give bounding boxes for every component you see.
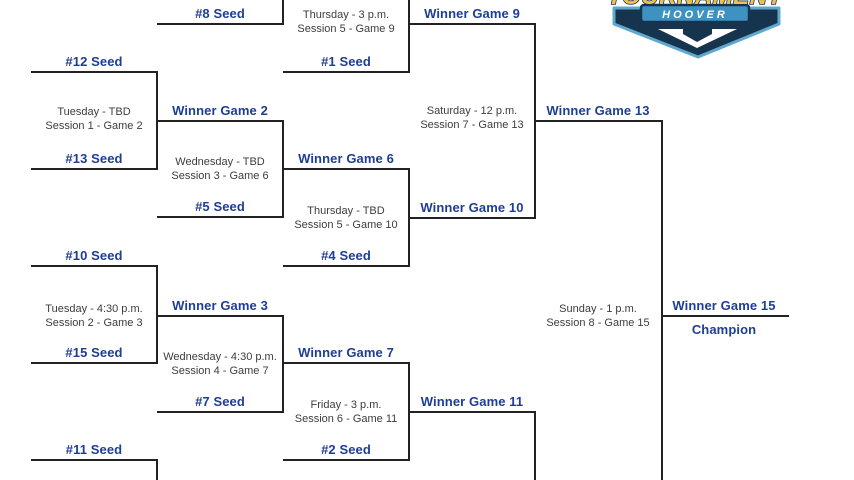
game-schedule-line1: Saturday - 12 p.m.: [426, 105, 518, 117]
winner-label: Winner Game 13: [546, 103, 650, 118]
seed-label: #1 Seed: [321, 54, 371, 69]
game-schedule: Thursday - TBD Session 5 - Game 10: [271, 204, 421, 232]
game-schedule: Wednesday - 4:30 p.m. Session 4 - Game 7: [145, 350, 295, 378]
bracket-connector-line: [661, 121, 663, 480]
bracket-connector-line: [157, 23, 284, 25]
bracket-connector-line: [31, 71, 158, 73]
game-schedule-line2: Session 4 - Game 7: [171, 365, 269, 377]
hoover-banner-label: HOOVER: [662, 9, 728, 21]
seed-label: #15 Seed: [65, 345, 123, 360]
game-schedule-line2: Session 1 - Game 2: [45, 120, 143, 132]
bracket-connector-line: [282, 121, 284, 218]
bracket-connector-line: [534, 24, 536, 219]
chevron-notch: [683, 29, 712, 42]
sec-tournament-hoover-logo: HOOVER TOURNAMENT: [607, 0, 785, 59]
bracket-connector-line: [409, 23, 536, 25]
winner-label: Winner Game 2: [172, 103, 268, 118]
bracket-connector-line: [157, 120, 284, 122]
bracket-connector-line: [282, 0, 284, 25]
winner-label: Winner Game 10: [420, 200, 524, 215]
game-schedule-line2: Session 6 - Game 11: [294, 413, 398, 425]
game-schedule-line2: Session 3 - Game 6: [171, 170, 269, 182]
game-schedule-line1: Wednesday - TBD: [175, 156, 265, 168]
bracket-connector-line: [31, 459, 158, 461]
bracket-connector-line: [157, 315, 284, 317]
bracket-connector-line: [283, 168, 410, 170]
bracket-connector-line: [156, 266, 158, 364]
game-schedule-line2: Session 7 - Game 13: [420, 119, 524, 131]
seed-label: #13 Seed: [65, 151, 123, 166]
winner-label: Winner Game 6: [298, 151, 394, 166]
seed-label: #10 Seed: [65, 248, 123, 263]
seed-label: #4 Seed: [321, 248, 371, 263]
game-schedule-line1: Sunday - 1 p.m.: [559, 303, 637, 315]
game-schedule-line2: Session 8 - Game 15: [546, 317, 650, 329]
game-schedule: Sunday - 1 p.m. Session 8 - Game 15: [523, 302, 673, 330]
bracket-connector-line: [31, 265, 158, 267]
game-schedule: Tuesday - TBD Session 1 - Game 2: [19, 105, 169, 133]
bracket-connector-line: [157, 411, 284, 413]
bracket-connector-line: [283, 362, 410, 364]
winner-label: Winner Game 11: [420, 394, 524, 409]
bracket-connector-line: [283, 265, 410, 267]
bracket-connector-line: [409, 217, 536, 219]
game-schedule: Friday - 3 p.m. Session 6 - Game 11: [271, 398, 421, 426]
game-schedule-line1: Wednesday - 4:30 p.m.: [163, 351, 277, 363]
bracket-connector-line: [31, 362, 158, 364]
game-schedule-line1: Thursday - 3 p.m.: [302, 9, 390, 21]
bracket-connector-line: [283, 459, 410, 461]
game-schedule: Tuesday - 4:30 p.m. Session 2 - Game 3: [19, 302, 169, 330]
bracket-connector-line: [662, 315, 789, 317]
bracket-connector-line: [31, 168, 158, 170]
game-schedule-line1: Friday - 3 p.m.: [310, 399, 382, 411]
bracket-connector-line: [157, 216, 284, 218]
game-schedule: Saturday - 12 p.m. Session 7 - Game 13: [397, 104, 547, 132]
bracket-connector-line: [408, 169, 410, 267]
game-schedule: Wednesday - TBD Session 3 - Game 6: [145, 155, 295, 183]
winner-label: Winner Game 15: [672, 298, 776, 313]
bracket-connector-line: [156, 460, 158, 480]
game-schedule-line2: Session 2 - Game 3: [45, 317, 143, 329]
seed-label: #7 Seed: [195, 394, 245, 409]
winner-label: Winner Game 9: [424, 6, 520, 21]
game-schedule-line1: Thursday - TBD: [307, 205, 385, 217]
bracket-connector-line: [282, 316, 284, 413]
tournament-wordmark: TOURNAMENT: [607, 0, 784, 10]
game-schedule-line1: Tuesday - TBD: [57, 106, 131, 118]
bracket-connector-line: [408, 363, 410, 461]
bracket-connector-line: [409, 411, 536, 413]
bracket-connector-line: [408, 0, 410, 73]
bracket-connector-line: [283, 71, 410, 73]
winner-label: Winner Game 3: [172, 298, 268, 313]
seed-label: #5 Seed: [195, 199, 245, 214]
game-schedule: Thursday - 3 p.m. Session 5 - Game 9: [271, 8, 421, 36]
bracket-connector-line: [534, 412, 536, 480]
game-schedule-line2: Session 5 - Game 10: [294, 219, 398, 231]
game-schedule-line1: Tuesday - 4:30 p.m.: [45, 303, 143, 315]
hoover-banner: [639, 3, 751, 24]
game-schedule-line2: Session 5 - Game 9: [297, 23, 395, 35]
bracket-connector-line: [535, 120, 663, 122]
seed-label: #2 Seed: [321, 442, 371, 457]
winner-label: Winner Game 7: [298, 345, 394, 360]
bracket-connector-line: [156, 72, 158, 170]
seed-label: #8 Seed: [195, 6, 245, 21]
seed-label: #12 Seed: [65, 54, 123, 69]
champion-label: Champion: [691, 322, 757, 337]
seed-label: #11 Seed: [65, 442, 123, 457]
